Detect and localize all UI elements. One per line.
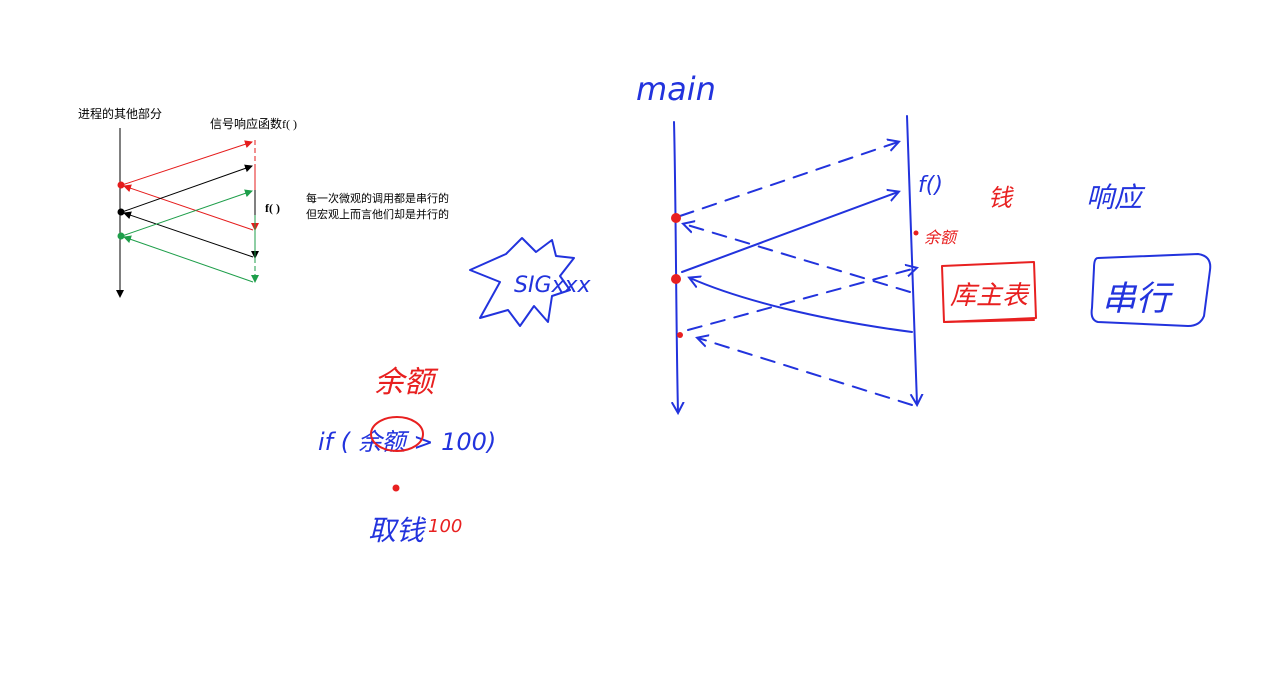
if-statement: if ( 余额 > 100) [318, 428, 496, 456]
main-red-dot-2 [671, 274, 681, 284]
handler-timeline [906, 115, 917, 404]
dashed-return-2 [698, 338, 913, 406]
sig-starburst [469, 237, 575, 327]
main-red-dot-3 [677, 332, 683, 338]
green-call-arrow [121, 189, 253, 237]
dashed-call-2 [687, 268, 916, 331]
red-call-arrow [121, 140, 253, 186]
solid-return [690, 278, 913, 333]
black-call-arrow [121, 164, 253, 213]
main-label: main [636, 70, 716, 108]
sig-label: SIGxxx [514, 273, 592, 298]
green-return-arrow [123, 235, 254, 283]
typed-signal-diagram: 进程的其他部分 信号响应函数f( ) f( ) 每一次微观的调用都是串行的 但宏… [78, 106, 449, 298]
withdraw-word: 取钱 [368, 514, 427, 547]
handwritten-diagram: main f() 钱 余额 响应 库主表 串行 SIGxxx [318, 70, 1212, 547]
solid-call [681, 192, 898, 273]
dashed-call-1 [679, 142, 898, 217]
main-timeline [674, 121, 678, 412]
balance-word: 余额 [374, 365, 439, 400]
red-top-word: 钱 [988, 184, 1014, 212]
note-line-1: 每一次微观的调用都是串行的 [306, 191, 449, 205]
green-dot [117, 232, 125, 240]
red-return-arrow [123, 184, 254, 231]
boxed-red-text: 库主表 [950, 281, 1031, 311]
red-box [941, 261, 1037, 323]
note-line-2: 但宏观上而言他们却是并行的 [306, 207, 449, 221]
balance-circle [370, 416, 424, 452]
blue-box [1090, 253, 1212, 327]
black-return-arrow [123, 211, 254, 258]
black-dot [117, 208, 125, 216]
handler-red-dot [913, 230, 919, 236]
red-box-underline [943, 319, 1035, 323]
dashed-return-1 [684, 224, 911, 293]
main-red-dot-1 [671, 213, 681, 223]
f-handwritten-label: f() [918, 173, 943, 198]
handler-label: 信号响应函数f( ) [210, 116, 297, 131]
process-label: 进程的其他部分 [78, 106, 162, 121]
response-word: 响应 [1086, 181, 1146, 214]
red-dot [117, 181, 125, 189]
breakpoint-dot [392, 484, 400, 492]
amount-value: 100 [428, 516, 462, 537]
boxed-blue-text: 串行 [1102, 279, 1175, 319]
f-label: f( ) [265, 201, 280, 215]
red-small-word: 余额 [924, 228, 959, 247]
